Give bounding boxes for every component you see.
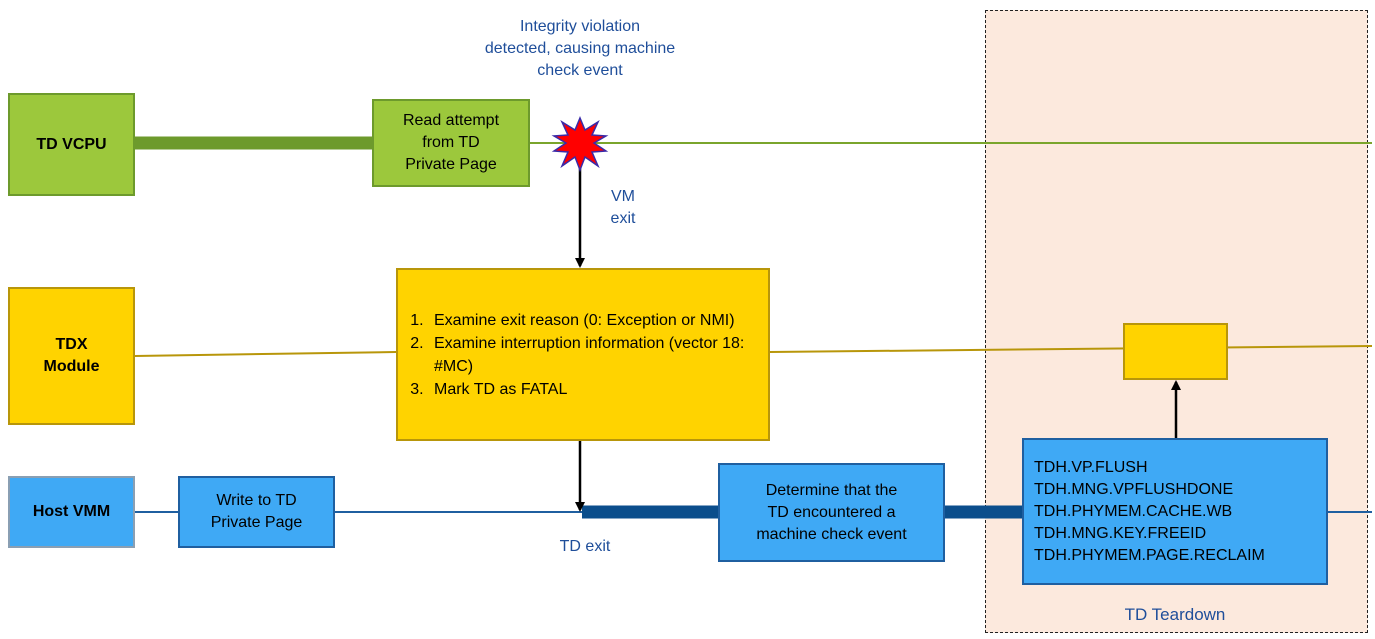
tdx-line-left xyxy=(134,351,397,357)
td-teardown-label: TD Teardown xyxy=(1124,605,1226,624)
teardown-command: TDH.VP.FLUSH xyxy=(1034,458,1148,476)
determine-box: Determine that the TD encountered a mach… xyxy=(718,463,945,562)
teardown-commands-list: TDH.VP.FLUSH TDH.MNG.VPFLUSHDONE TDH.PHY… xyxy=(1024,457,1326,567)
integrity-violation-burst xyxy=(551,116,609,173)
teardown-command: TDH.MNG.KEY.FREEID xyxy=(1034,524,1207,542)
write-to-td-label: Write to TD Private Page xyxy=(210,492,303,531)
lane-td-vcpu: TD VCPU xyxy=(8,93,135,196)
teardown-command: TDH.PHYMEM.PAGE.RECLAIM xyxy=(1034,546,1265,564)
tdx-steps-box: Examine exit reason (0: Exception or NMI… xyxy=(396,268,770,441)
read-attempt-label: Read attempt from TD Private Page xyxy=(402,112,500,173)
read-attempt-box: Read attempt from TD Private Page xyxy=(372,99,530,187)
teardown-command: TDH.PHYMEM.CACHE.WB xyxy=(1034,502,1233,520)
td-exit-label: TD exit xyxy=(559,538,611,555)
lane-host-vmm: Host VMM xyxy=(8,476,135,548)
determine-label: Determine that the TD encountered a mach… xyxy=(756,481,907,543)
tdx-line-right xyxy=(769,345,1373,353)
lane-host-vmm-label: Host VMM xyxy=(32,503,111,520)
lane-tdx-module-label: TDX Module xyxy=(43,336,100,375)
integrity-violation-label: Integrity violation detected, causing ma… xyxy=(484,18,676,79)
tdx-steps-list: Examine exit reason (0: Exception or NMI… xyxy=(398,309,768,401)
lane-td-vcpu-label: TD VCPU xyxy=(36,135,107,153)
vm-exit-label: VM exit xyxy=(610,188,636,227)
write-to-td-box: Write to TD Private Page xyxy=(178,476,335,548)
lane-tdx-module: TDX Module xyxy=(8,287,135,425)
tdx-step: Mark TD as FATAL xyxy=(428,378,768,401)
tdx-teardown-box xyxy=(1123,323,1228,380)
teardown-commands-box: TDH.VP.FLUSH TDH.MNG.VPFLUSHDONE TDH.PHY… xyxy=(1022,438,1328,585)
teardown-command: TDH.MNG.VPFLUSHDONE xyxy=(1034,480,1234,498)
tdx-step: Examine interruption information (vector… xyxy=(428,332,768,378)
tdx-step: Examine exit reason (0: Exception or NMI… xyxy=(428,309,768,332)
